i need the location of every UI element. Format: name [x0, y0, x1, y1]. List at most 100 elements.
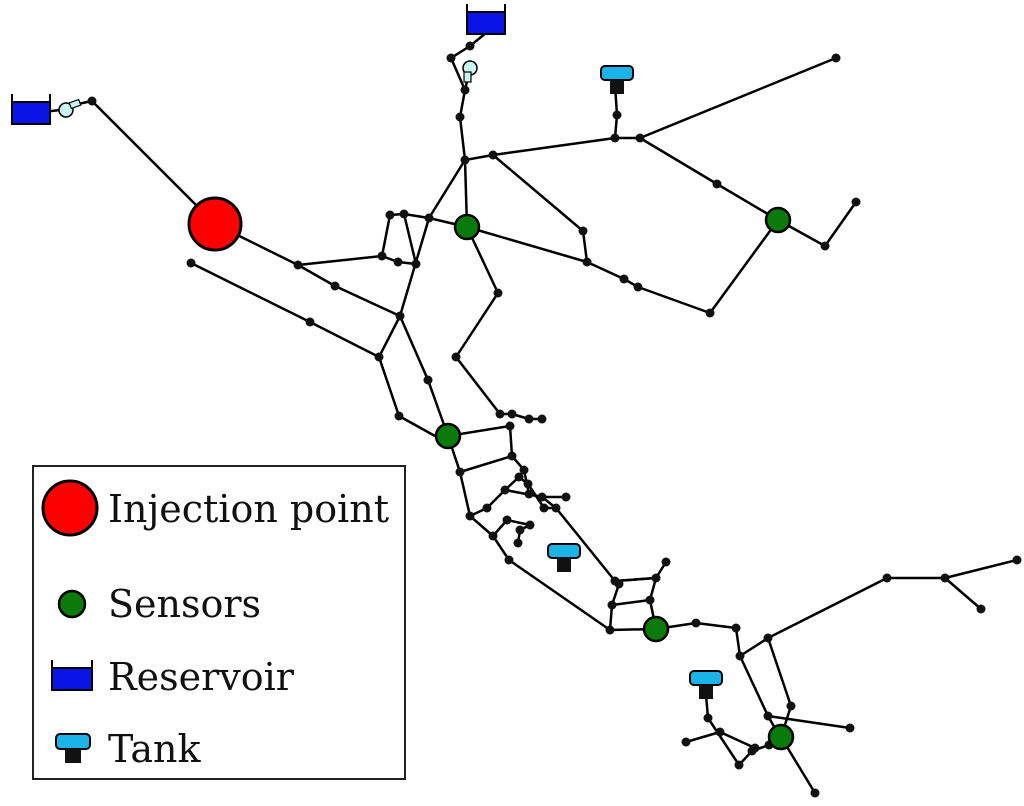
junction-node — [810, 788, 820, 798]
pipe — [297, 254, 383, 267]
junction-node — [561, 492, 571, 502]
junction-node — [488, 150, 498, 160]
junction-node — [505, 421, 515, 431]
junction-node — [495, 409, 505, 419]
junction-node — [330, 281, 340, 291]
reservoir-icon — [466, 4, 506, 35]
sensor-icon — [434, 422, 462, 450]
sensor-icon — [767, 723, 795, 751]
junction-node — [393, 257, 403, 267]
junction-node — [731, 623, 741, 633]
junction-node — [87, 96, 97, 106]
junction-node — [374, 352, 384, 362]
junction-node — [607, 600, 617, 610]
junction-node — [612, 110, 622, 120]
valve-body — [463, 71, 472, 83]
sensor-icon — [642, 615, 670, 643]
junction-node — [820, 241, 830, 251]
pipe — [611, 598, 651, 607]
junction-node — [395, 311, 405, 321]
pipe — [738, 655, 782, 738]
tank-icon — [600, 65, 634, 94]
junction-node — [504, 555, 514, 565]
sensors — [434, 206, 795, 751]
reservoirs — [11, 4, 506, 125]
pipe — [91, 100, 216, 225]
junction-node — [691, 618, 701, 628]
tank-icon — [689, 670, 723, 699]
junction-node — [703, 713, 713, 723]
junction-node — [537, 492, 547, 502]
junction-node — [635, 133, 645, 143]
junction-node — [451, 352, 461, 362]
pipe — [377, 159, 467, 438]
junction-node — [651, 573, 661, 583]
pipe — [214, 222, 401, 318]
pipe — [944, 577, 982, 610]
junction-node — [519, 465, 529, 475]
junction-node — [882, 573, 892, 583]
junction-node — [513, 538, 523, 548]
junction-node — [411, 259, 421, 269]
junction-node — [633, 282, 643, 292]
reservoir-icon — [11, 94, 51, 125]
junction-node — [712, 179, 722, 189]
junction-node — [460, 85, 470, 95]
junction-node — [394, 411, 404, 421]
junctions — [87, 41, 1022, 798]
legend-tank-label: Tank — [108, 727, 202, 771]
junction-node — [763, 633, 773, 643]
junction-node — [734, 760, 744, 770]
junction-node — [399, 209, 409, 219]
injection-point-icon — [187, 196, 243, 252]
junction-node — [293, 260, 303, 270]
junction-node — [465, 41, 475, 51]
junction-node — [377, 251, 387, 261]
junction-node — [525, 520, 535, 530]
junction-node — [385, 210, 395, 220]
legend: Injection point Sensors Reservoir Tank — [32, 465, 406, 780]
junction-node — [578, 226, 588, 236]
injection-points — [187, 196, 243, 252]
junction-node — [661, 557, 671, 567]
junction-node — [455, 467, 465, 477]
pipe — [449, 32, 487, 91]
pipe — [639, 136, 779, 222]
junction-node — [551, 503, 561, 513]
tank-icon — [547, 543, 581, 572]
junction-node — [424, 213, 434, 223]
junction-node — [614, 579, 624, 589]
junction-node — [605, 625, 615, 635]
junction-node — [539, 503, 549, 513]
junction-node — [537, 414, 547, 424]
pipe — [190, 261, 380, 359]
junction-node — [976, 604, 986, 614]
junction-node — [500, 485, 510, 495]
junction-node — [681, 737, 691, 747]
junction-node — [423, 375, 433, 385]
junction-node — [524, 414, 534, 424]
reservoir-icon — [51, 660, 93, 691]
sensor-icon — [764, 206, 792, 234]
junction-node — [619, 274, 629, 284]
junction-node — [305, 317, 315, 327]
junction-node — [750, 743, 760, 753]
pipe — [614, 576, 658, 630]
tank-icon — [55, 733, 91, 763]
junction-node — [446, 53, 456, 63]
junction-node — [515, 525, 525, 535]
pipe — [398, 315, 450, 437]
valve-body — [68, 98, 82, 110]
junction-node — [851, 197, 861, 207]
legend-sensors-label: Sensors — [108, 582, 261, 626]
junction-node — [1012, 555, 1022, 565]
legend-reservoir-label: Reservoir — [108, 655, 295, 699]
tanks — [547, 65, 723, 699]
pipe — [767, 714, 851, 730]
junction-node — [482, 503, 492, 513]
junction-node — [845, 723, 855, 733]
junction-node — [493, 288, 503, 298]
junction-node — [582, 257, 592, 267]
legend-injection-label: Injection point — [108, 487, 389, 531]
